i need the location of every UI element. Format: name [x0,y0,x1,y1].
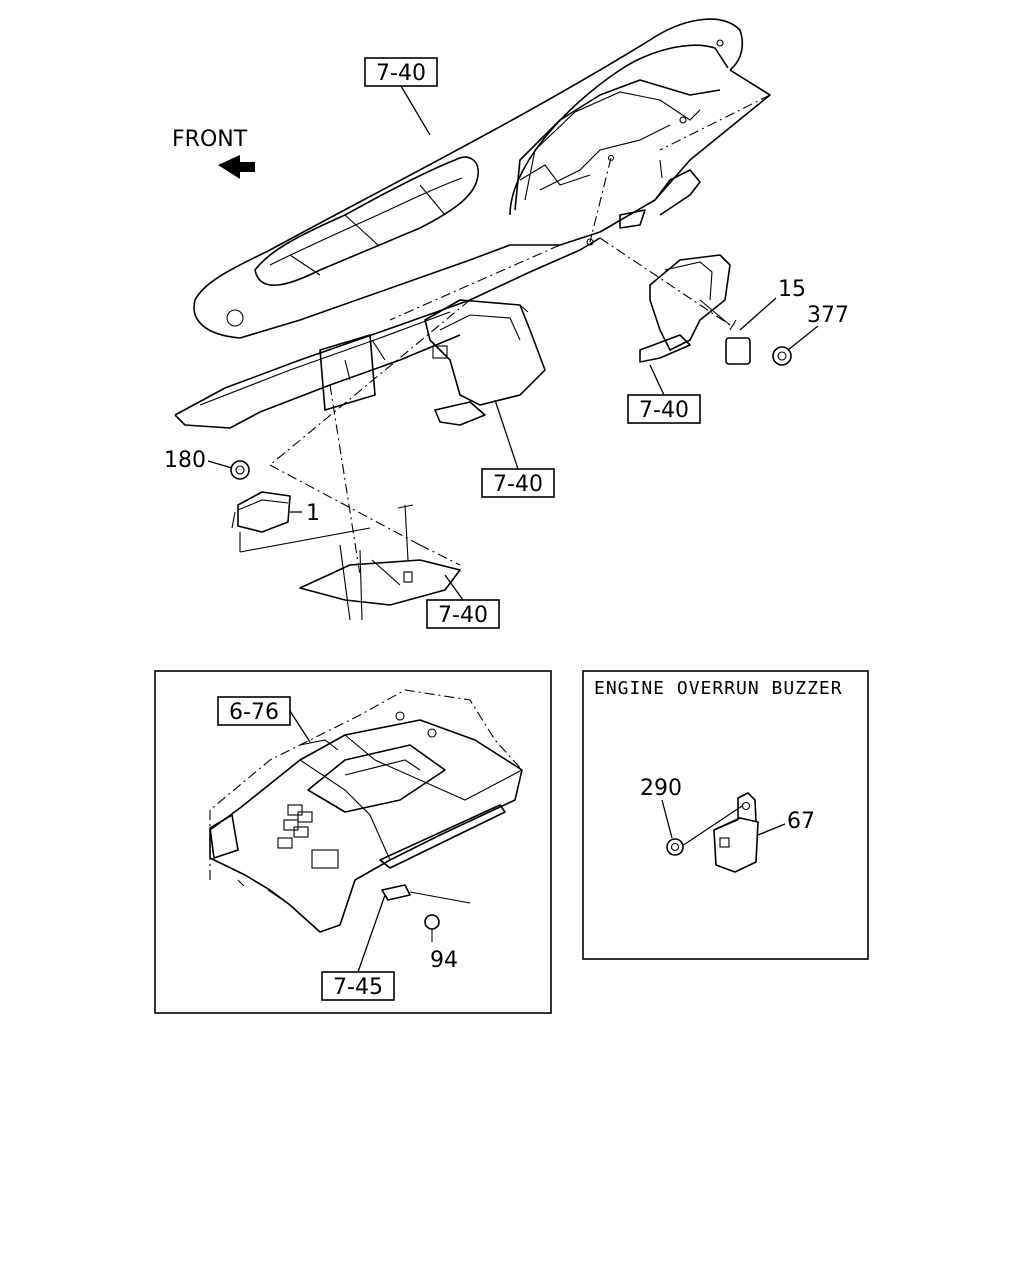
leader-top-dash [400,85,431,136]
callout-180: 180 [164,448,206,473]
ref-box-right-bracket: 7-40 [627,394,701,424]
buzzer-panel-title: ENGINE OVERRUN BUZZER [594,678,843,699]
callout-15: 15 [778,277,806,302]
svg-text:6-76: 6-76 [229,700,279,725]
svg-text:7-40: 7-40 [438,603,488,628]
leader-290 [661,799,673,839]
callout-377: 377 [807,303,849,328]
svg-text:7-40: 7-40 [376,61,426,86]
leader-67 [757,823,786,836]
leader-377 [787,325,819,351]
leader-right-bracket [649,364,665,396]
lower-bracket-assembly [230,460,461,621]
callout-67: 67 [787,809,815,834]
leader-console-top [289,710,311,743]
callout-94: 94 [430,948,458,973]
instrument-panel [174,18,771,429]
svg-text:7-40: 7-40 [493,472,543,497]
front-label: FRONT [172,127,248,152]
ref-box-lower-bracket: 7-40 [426,599,500,629]
buzzer-assembly [666,792,759,873]
ref-box-center-bracket: 7-40 [481,468,555,498]
ref-box-top-dash: 7-40 [364,57,438,87]
svg-text:7-40: 7-40 [639,398,689,423]
callout-1: 1 [306,501,320,526]
leader-180 [207,460,233,469]
dashed-leaders [269,94,771,576]
svg-text:7-45: 7-45 [333,975,383,1000]
front-arrow [218,155,255,179]
leader-15 [739,297,777,331]
ref-box-console-bottom: 7-45 [321,971,395,1001]
center-bracket-assembly [319,299,546,426]
leader-console-bottom [357,894,386,973]
ref-box-console-top: 6-76 [217,696,291,726]
floor-console [209,689,523,942]
leader-center-bracket [494,399,519,470]
right-bracket-assembly [639,254,792,366]
console-inset-frame [154,670,552,1014]
buzzer-panel-frame [582,670,869,960]
callout-290: 290 [640,776,682,801]
leader-lower-bracket [444,574,464,601]
